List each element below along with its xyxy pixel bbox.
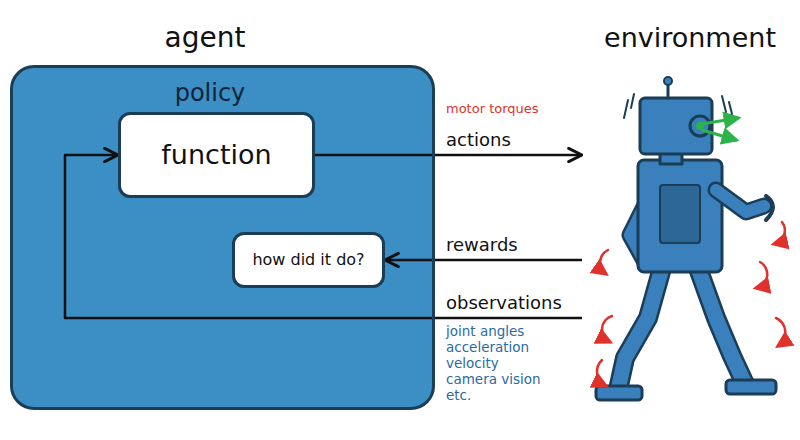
box-label: function: [161, 139, 271, 170]
robot-part: [597, 360, 606, 386]
signal-item: acceleration: [446, 340, 529, 355]
robot-part: [664, 77, 672, 85]
environment-heading: environment: [604, 22, 776, 53]
environment-node: environment: [582, 18, 790, 422]
edge-label: actions: [446, 130, 511, 151]
robot-part: [766, 196, 773, 220]
evaluation-box: how did it do?: [232, 232, 385, 288]
robot-part: [698, 268, 745, 384]
signal-item: etc.: [446, 388, 471, 403]
agent-fill: [12, 67, 434, 409]
signal-note: motor torques: [446, 102, 539, 117]
robot-part: [667, 85, 670, 98]
robot-part: [624, 94, 732, 118]
robot-part: [640, 98, 712, 154]
robot-illustration: [596, 77, 785, 400]
robot-part: [638, 160, 722, 272]
robot-part: [716, 190, 764, 212]
region-label: policy: [175, 80, 246, 108]
robot-part: [698, 268, 745, 384]
box-label: how did it do?: [252, 251, 364, 269]
robot-part: [600, 250, 608, 274]
robot-part: [702, 130, 736, 140]
region-heading: agent: [165, 22, 246, 54]
signal-item: velocity: [446, 356, 499, 371]
robot-part: [660, 185, 700, 243]
flow-arrow: [385, 259, 582, 262]
robot-part: [618, 268, 662, 390]
signal-item: camera vision: [446, 372, 541, 387]
robot-part: [774, 222, 785, 244]
robot-part: [618, 268, 662, 390]
signal-item: joint angles: [446, 324, 524, 339]
function-box: function: [118, 112, 315, 198]
robot-part: [702, 118, 738, 124]
robot-part: [602, 316, 612, 342]
robot-part: [726, 380, 776, 394]
robot-part: [776, 318, 785, 346]
flow-arrow: [315, 154, 582, 157]
agent-region: agentpolicyfunctionhow did it do?: [10, 65, 435, 410]
robot-part: [716, 190, 764, 212]
robot-part: [756, 262, 767, 288]
robot-part: [596, 386, 642, 400]
edge-label: rewards: [446, 235, 518, 256]
edge-label: observations: [446, 293, 562, 314]
